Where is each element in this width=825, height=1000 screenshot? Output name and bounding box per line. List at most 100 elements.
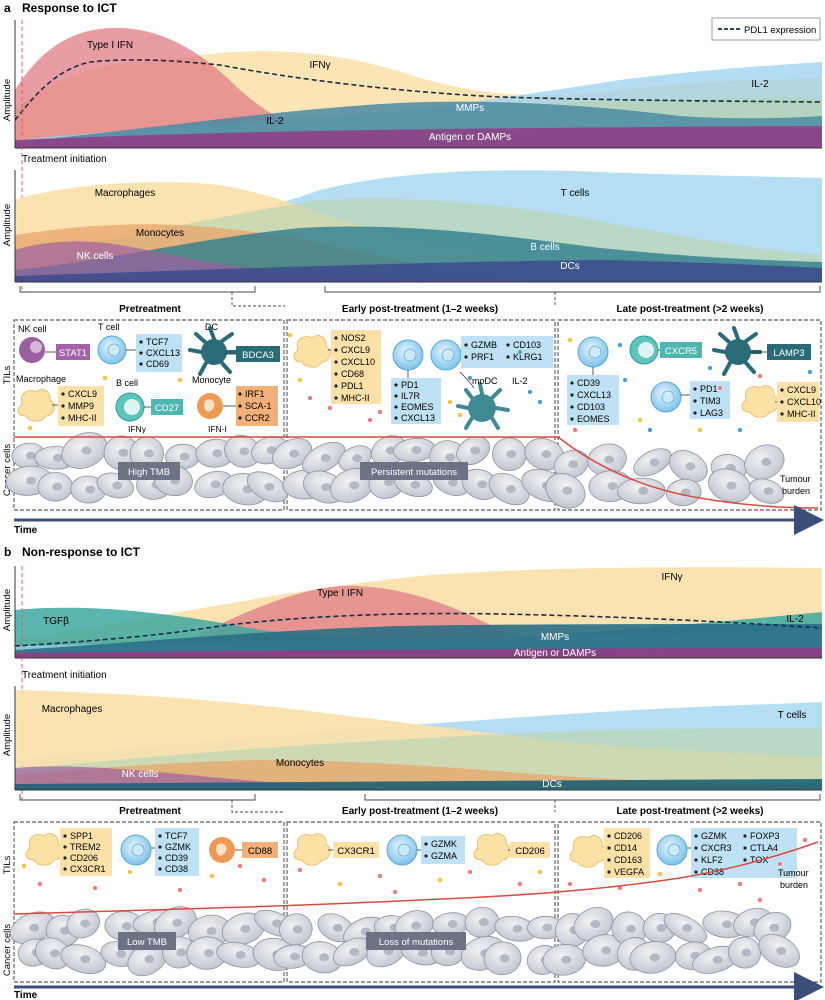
marker-bullet: [607, 870, 611, 874]
marker-bullet: [394, 405, 398, 409]
label-antigen: Antigen or DAMPs: [429, 132, 511, 143]
marker-bullet: [743, 846, 747, 850]
marker-bullet: [63, 834, 67, 838]
marker-label: CXCR3: [701, 843, 732, 853]
marker-label: CX3CR1: [70, 864, 106, 874]
marker-label: TCF7: [165, 831, 188, 841]
cancer-cell-nucleus: [118, 448, 129, 457]
marker-bullet: [607, 858, 611, 862]
label-tcells-b: T cells: [778, 710, 807, 721]
cancer-cell-nucleus: [29, 923, 40, 932]
label-tcells: T cells: [561, 188, 590, 199]
cancer-cell-nucleus: [212, 449, 223, 458]
marker-label: GZMA: [431, 851, 457, 861]
cancer-cell-nucleus: [320, 453, 331, 462]
cancer-cell-nucleus: [85, 485, 96, 494]
cytokine-dot: [447, 399, 453, 405]
marker-label: NOS2: [341, 333, 366, 343]
label-type1ifn: Type I IFN: [87, 40, 133, 51]
marker-label: CXCL10: [787, 397, 821, 407]
cancer-cell-nucleus: [601, 946, 612, 955]
cancer-cell-nucleus: [561, 955, 572, 964]
cancer-cell-nucleus: [445, 453, 456, 462]
label-box-low-tmb: [118, 932, 176, 950]
pdl1-curve-b: [14, 612, 823, 647]
marker-label: FOXP3: [750, 831, 780, 841]
phase-late-b: Late post-treatment (>2 weeks): [617, 806, 764, 817]
marker-label: CTLA4: [750, 843, 778, 853]
cd27-label: CD27: [155, 403, 179, 414]
cancer-cells-b: Low TMB Loss of mutations Tumour burden: [9, 841, 819, 977]
cancer-cell-nucleus: [81, 446, 92, 455]
cytokine-dot: [802, 837, 808, 843]
pre-b-mac-marker-box: [60, 828, 112, 876]
cancer-cell-nucleus: [542, 923, 553, 932]
early-tcell2-marker-box: [461, 336, 553, 368]
cancer-cell-nucleus: [411, 446, 422, 455]
cancer-cell-nucleus: [319, 953, 330, 962]
marker-label: MMP9: [68, 401, 94, 411]
marker-label: PD1: [401, 380, 419, 390]
row-label-cancer-a: Cancer cells: [2, 444, 13, 497]
cytokine-dot: [261, 877, 267, 883]
cxcr5-badge: [660, 342, 702, 358]
marker-label: PD1: [700, 384, 718, 394]
marker-bullet: [158, 856, 162, 860]
label-type1ifn-b: Type I IFN: [317, 588, 363, 599]
late-dc-icon: [712, 326, 762, 376]
cancer-cell-nucleus: [763, 487, 774, 496]
panel-a-letter: a: [4, 1, 11, 15]
cancer-cell-nucleus: [80, 919, 91, 928]
cancer-cell-nucleus: [477, 480, 488, 489]
marker-bullet: [506, 355, 510, 359]
label-dc: DC: [205, 322, 218, 332]
label-monocytes-b: Monocytes: [276, 758, 324, 769]
marker-bullet: [464, 355, 468, 359]
marker-bullet: [334, 360, 338, 364]
early-mac-marker-box: [331, 330, 381, 404]
label-box-persistent: [360, 462, 468, 480]
cx3cr1-badge: [333, 842, 379, 858]
cancer-cell-nucleus: [512, 924, 523, 933]
label-mmps: MMPs: [456, 103, 484, 114]
bdca3-label: BDCA3: [242, 350, 274, 361]
cancer-cell-nucleus: [144, 955, 155, 964]
early-tcell-marker-box: [391, 378, 441, 424]
marker-bullet: [743, 858, 747, 862]
cancer-cell-nucleus: [656, 923, 667, 932]
marker-label: CD38: [165, 864, 188, 874]
pre-b-macrophage-icon: [25, 833, 63, 866]
marker-label: MHC-II: [341, 393, 370, 403]
label-modc: moDC: [472, 376, 498, 386]
marker-bullet: [694, 870, 698, 874]
cancer-cell-nucleus: [349, 481, 360, 490]
label-nkcells-b: NK cells: [122, 769, 159, 780]
marker-label: GZMK: [701, 831, 727, 841]
marker-bullet: [694, 834, 698, 838]
cancer-cell-nucleus: [541, 450, 552, 459]
cancer-cell-nucleus: [332, 923, 343, 932]
cancer-cell-nucleus: [203, 949, 214, 958]
cancer-cell-nucleus: [411, 921, 422, 930]
marker-label: IRF1: [245, 389, 265, 399]
label-tgfb-b: TGFβ: [43, 616, 69, 627]
cxcr5-label: CXCR5: [665, 346, 697, 357]
cancer-cell-nucleus: [289, 449, 300, 458]
panel-b-cytokine-plot: Amplitude Type I IFN IFNγ TGFβ IL-2 MMPs…: [2, 566, 823, 800]
cancer-cell-nucleus: [470, 446, 481, 455]
cancer-cell-nucleus: [712, 955, 723, 964]
marker-bullet: [238, 392, 242, 396]
label-box-loss: [366, 932, 466, 950]
marker-bullet: [693, 411, 697, 415]
cytokine-dot: [297, 377, 303, 383]
label-nk-cell: NK cell: [18, 324, 47, 334]
label-dcs-b: DCs: [542, 779, 561, 790]
phase-pre-b: Pretreatment: [119, 806, 181, 817]
marker-label: CXCL9: [68, 389, 97, 399]
lamp3-label: LAMP3: [773, 348, 804, 359]
marker-label: CD103: [513, 340, 541, 350]
cancer-cell-nucleus: [769, 923, 780, 932]
label-persistent: Persistent mutations: [371, 467, 457, 478]
